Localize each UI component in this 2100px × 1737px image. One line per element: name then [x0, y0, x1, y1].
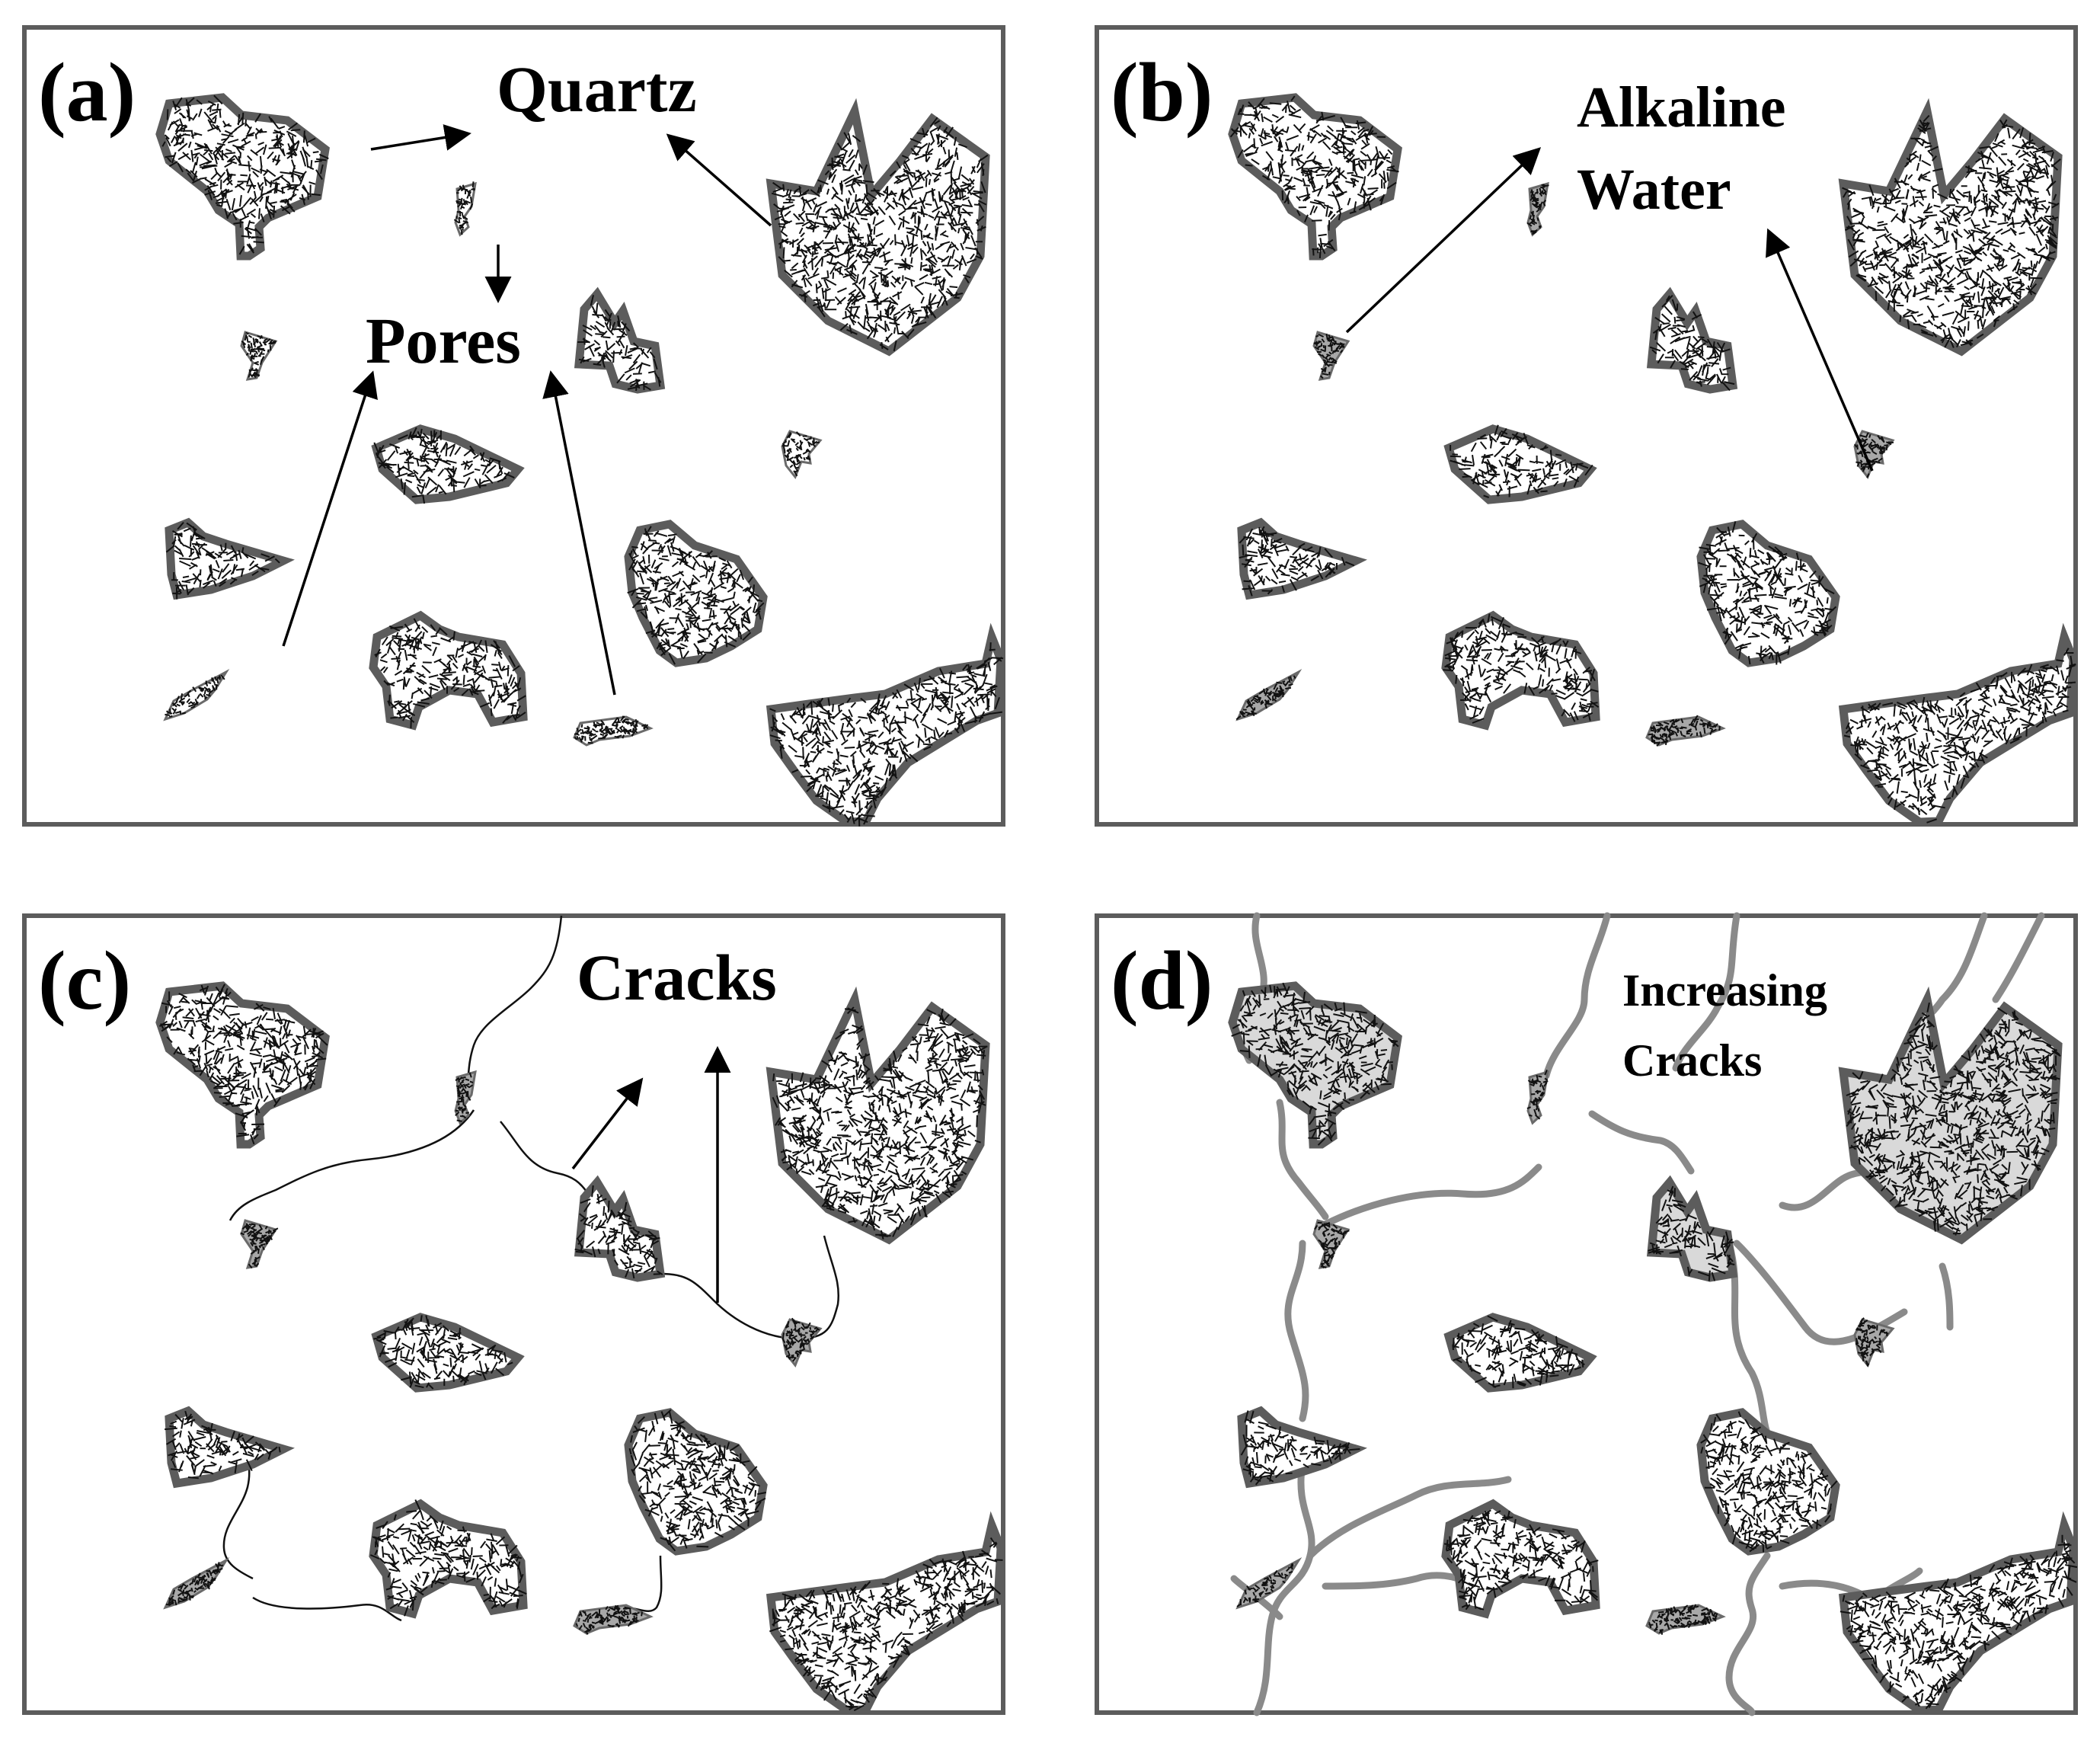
- panel-label: (d): [1111, 934, 1213, 1027]
- crack-line: [1588, 1110, 1695, 1175]
- crack-line: [1306, 1476, 1512, 1559]
- pore: [1853, 430, 1895, 479]
- increasing-cracks-label: Cracks: [1622, 1035, 1762, 1086]
- quartz-grain: [1696, 1408, 1840, 1556]
- quartz-grain: [1443, 1313, 1597, 1393]
- pore: [1645, 715, 1726, 747]
- pore: [1645, 1604, 1726, 1635]
- pore: [1853, 1317, 1895, 1368]
- quartz-grain: [1838, 98, 2063, 357]
- crack-line: [1992, 912, 2045, 1003]
- crack-line: [463, 915, 563, 1103]
- quartz-grain: [1696, 520, 1840, 667]
- pore: [1312, 1219, 1350, 1269]
- quartz-grain: [1441, 610, 1600, 731]
- panel-c: (c) Cracks: [22, 913, 1005, 1715]
- pore: [240, 1219, 279, 1269]
- arrow-to-alkaline-water-right: [1766, 228, 1874, 472]
- quartz-grain: [371, 1313, 525, 1393]
- quartz-grain: [369, 610, 528, 731]
- panel-label: (a): [38, 46, 136, 139]
- arrow-to-pores-left: [282, 370, 378, 647]
- crack-line: [500, 1121, 590, 1195]
- quartz-grain: [155, 93, 330, 261]
- crack-line: [1284, 1240, 1309, 1422]
- panel-b: (b) Alkaline Water: [1095, 25, 2078, 827]
- crack-line: [1725, 1240, 1779, 1445]
- pores-label: Pores: [366, 304, 521, 377]
- cracks-label: Cracks: [577, 941, 777, 1014]
- quartz-grain: [766, 622, 1005, 827]
- pore: [1312, 331, 1350, 381]
- pore: [781, 430, 823, 479]
- pore: [163, 669, 230, 721]
- quartz-grain: [1441, 1499, 1600, 1619]
- quartz-grain: [1237, 1406, 1367, 1489]
- crack-line: [1253, 1460, 1315, 1716]
- arrow-to-quartz-left: [370, 124, 471, 151]
- quartz-grain: [1228, 93, 1402, 261]
- quartz-grain: [1443, 424, 1597, 504]
- pore: [453, 181, 477, 237]
- panel-a: (a) Quartz Pores: [22, 25, 1005, 827]
- pore: [573, 715, 654, 747]
- pore: [1235, 669, 1303, 721]
- quartz-grain: [165, 1406, 295, 1489]
- quartz-label: Quartz: [497, 53, 697, 126]
- increasing-label: Increasing: [1622, 965, 1827, 1016]
- quartz-grain: [1646, 286, 1738, 394]
- quartz-grain: [574, 286, 666, 394]
- pore: [781, 1317, 823, 1368]
- quartz-grain: [1838, 622, 2078, 827]
- arrow-to-alkaline-water-left: [1345, 147, 1542, 334]
- quartz-grain: [1838, 1511, 2078, 1715]
- crack-line: [1542, 912, 1611, 1080]
- quartz-grain: [155, 981, 330, 1149]
- quartz-grain: [1228, 981, 1402, 1149]
- quartz-grain: [766, 986, 990, 1245]
- arrow-to-cracks-left: [571, 1077, 644, 1170]
- pore: [1526, 1069, 1549, 1125]
- pore: [1526, 181, 1549, 237]
- quartz-grain: [1237, 517, 1367, 600]
- arrow-to-pores-right: [542, 370, 616, 696]
- crack-line: [252, 1596, 402, 1622]
- crack-line: [229, 1109, 475, 1221]
- crack-line: [1322, 1163, 1542, 1228]
- quartz-grain: [369, 1499, 528, 1619]
- crack-line: [1276, 1099, 1329, 1220]
- pore: [573, 1604, 654, 1635]
- crack-line: [1939, 1262, 1954, 1331]
- panel-label: (b): [1111, 46, 1213, 139]
- pore: [163, 1557, 230, 1610]
- quartz-grain: [766, 1511, 1005, 1715]
- quartz-grain: [766, 98, 990, 357]
- alkaline-label: Alkaline: [1577, 75, 1786, 139]
- water-label: Water: [1577, 158, 1731, 222]
- pore: [454, 1070, 477, 1125]
- arrow-to-quartz-right: [666, 133, 772, 227]
- panel-d: (d) Increasing Cracks: [1095, 912, 2078, 1716]
- quartz-grain: [624, 1408, 768, 1556]
- quartz-grain: [1838, 986, 2063, 1245]
- quartz-grain: [1646, 1175, 1738, 1282]
- panel-label: (c): [38, 934, 131, 1027]
- crack-line: [1672, 912, 1740, 1072]
- quartz-grain: [371, 424, 525, 504]
- crack-line: [1725, 1552, 1771, 1716]
- quartz-grain: [574, 1175, 666, 1282]
- quartz-grain: [624, 520, 768, 667]
- pore: [240, 331, 278, 381]
- quartz-grain: [165, 517, 295, 600]
- pore: [1235, 1557, 1303, 1610]
